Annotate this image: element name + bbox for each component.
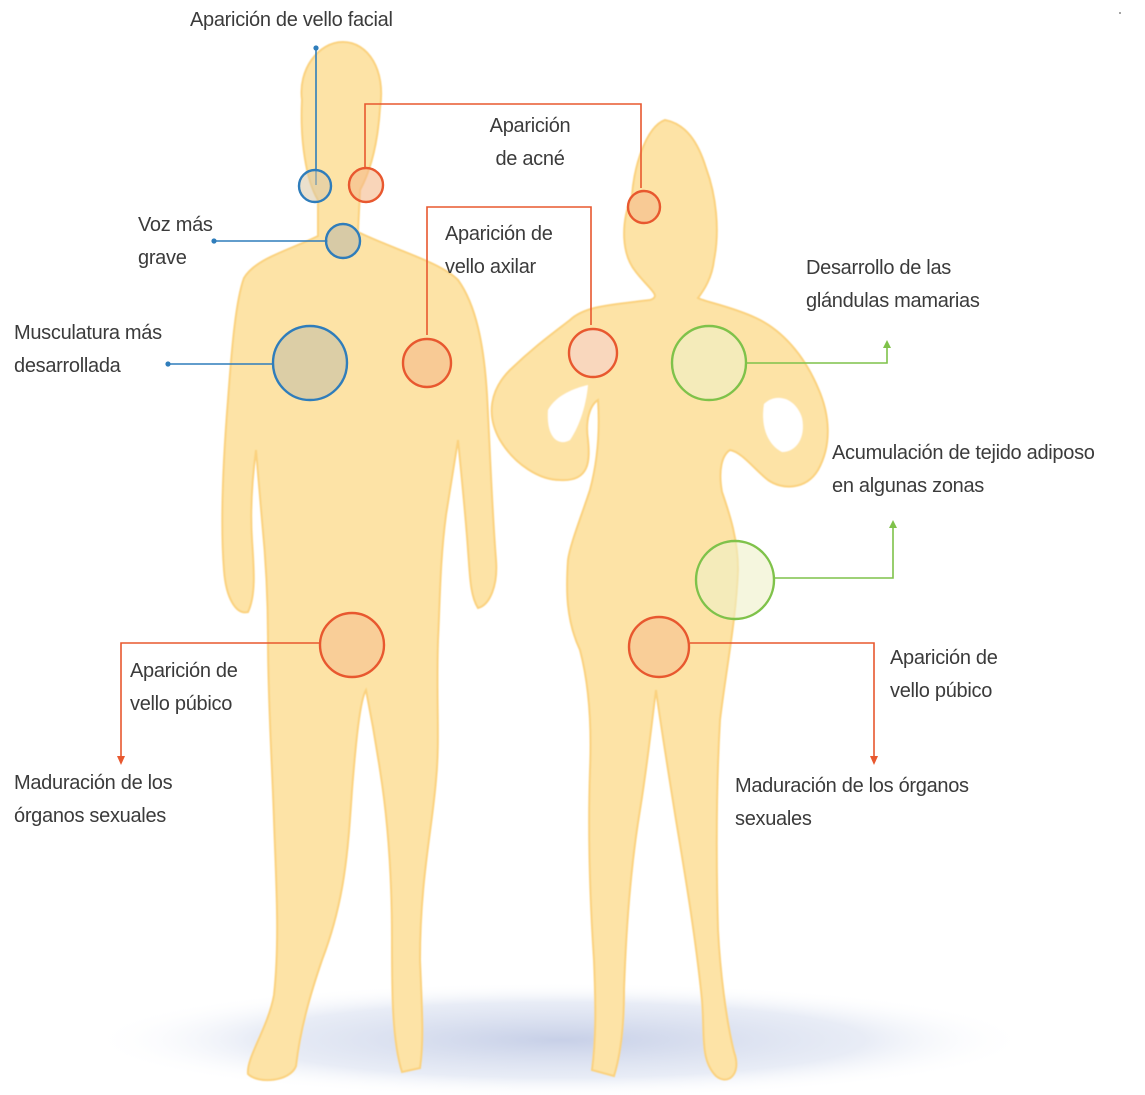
label-muscles-line-2: desarrollada — [14, 355, 121, 377]
label-acne: Aparición de acné — [460, 110, 600, 176]
marker-axillary-male — [401, 337, 453, 389]
label-acne-line-2: de acné — [495, 148, 565, 170]
marker-acne-female — [626, 189, 662, 225]
label-voice: Voz más grave — [138, 209, 213, 275]
label-organs-male-line-1: Maduración de los — [14, 772, 173, 794]
marker-axillary-female — [567, 327, 619, 379]
label-pubic-male-line-2: vello púbico — [130, 693, 233, 715]
leader-acne — [364, 103, 642, 188]
leader-mammary — [745, 346, 888, 364]
label-acne-line-1: Aparición — [489, 115, 571, 137]
label-organs-female-line-2: sexuales — [735, 808, 812, 830]
label-muscles: Musculatura más desarrollada — [14, 317, 162, 383]
leader-adipose — [775, 526, 894, 579]
label-adipose-line-2: en algunas zonas — [832, 475, 984, 497]
label-pubic-female: Aparición de vello púbico — [890, 642, 998, 708]
label-organs-male: Maduración de los órganos sexuales — [14, 767, 173, 833]
arrow-organs-male — [117, 756, 125, 765]
marker-pubic-female — [627, 615, 691, 679]
label-organs-male-line-2: órganos sexuales — [14, 805, 166, 827]
label-voice-line-1: Voz más — [138, 214, 213, 236]
label-voice-line-2: grave — [138, 247, 187, 269]
label-pubic-female-line-1: Aparición de — [890, 647, 998, 669]
arrow-adipose — [889, 520, 897, 528]
label-mammary-line-2: glándulas mamarias — [806, 290, 980, 312]
label-pubic-male: Aparición de vello púbico — [130, 655, 238, 721]
marker-mammary — [670, 324, 748, 402]
speck — [1119, 12, 1121, 14]
floor-shadow — [90, 982, 1030, 1095]
male-silhouette — [221, 40, 498, 1082]
label-organs-female: Maduración de los órganos sexuales — [735, 770, 969, 836]
marker-acne-male — [347, 166, 385, 204]
endpoint-voice — [211, 238, 217, 244]
arrow-mammary — [883, 340, 891, 348]
label-mammary-line-1: Desarrollo de las — [806, 257, 951, 279]
marker-voice — [324, 222, 362, 260]
leader-pubic-female — [690, 642, 875, 758]
leader-pubic-male — [120, 642, 320, 758]
label-adipose: Acumulación de tejido adiposo en algunas… — [832, 437, 1095, 503]
endpoint-facial-hair — [313, 45, 319, 51]
label-pubic-male-line-1: Aparición de — [130, 660, 238, 682]
label-axillary-line-1: Aparición de — [445, 223, 553, 245]
label-pubic-female-line-2: vello púbico — [890, 680, 993, 702]
label-organs-female-line-1: Maduración de los órganos — [735, 775, 969, 797]
label-adipose-line-1: Acumulación de tejido adiposo — [832, 442, 1095, 464]
label-mammary: Desarrollo de las glándulas mamarias — [806, 252, 980, 318]
marker-facial-hair — [297, 168, 333, 204]
endpoint-muscles — [165, 361, 171, 367]
label-muscles-line-1: Musculatura más — [14, 322, 162, 344]
leader-axillary — [426, 206, 592, 335]
marker-muscles — [271, 324, 349, 402]
marker-adipose — [694, 539, 776, 621]
label-axillary-line-2: vello axilar — [445, 256, 536, 278]
label-facial-hair: Aparición de vello facial — [190, 9, 393, 31]
arrow-organs-female — [870, 756, 878, 765]
marker-pubic-male — [318, 611, 386, 679]
label-axillary: Aparición de vello axilar — [445, 218, 553, 284]
